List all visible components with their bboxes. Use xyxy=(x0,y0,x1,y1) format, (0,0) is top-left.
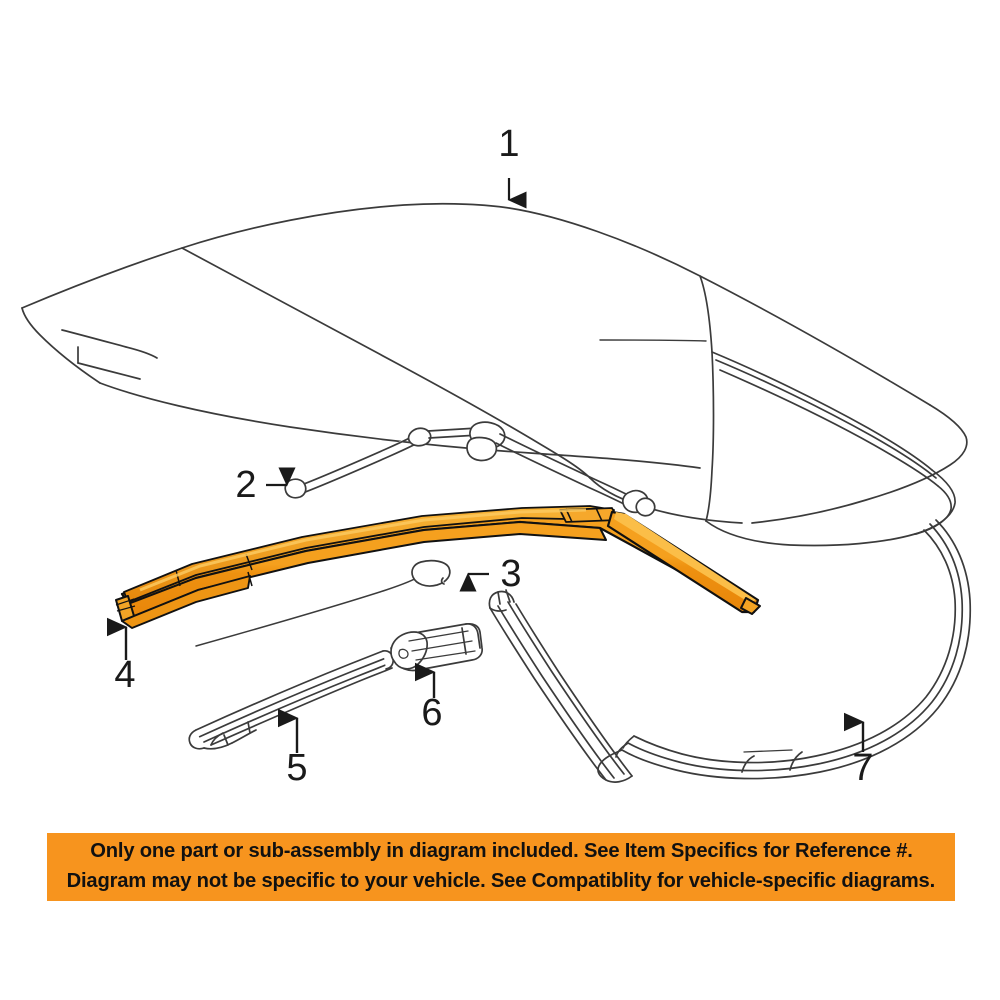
rear-quarter-weatherstrip xyxy=(488,519,972,783)
disclaimer-line-2: Diagram may not be specific to your vehi… xyxy=(66,869,936,892)
callout-6-label: 6 xyxy=(421,692,442,734)
side-rail-weatherstrip xyxy=(188,649,395,750)
callout-4: 4 xyxy=(106,617,136,696)
roof-cover-assembly xyxy=(21,202,968,547)
callout-5: 5 xyxy=(277,708,308,789)
callout-2: 2 xyxy=(235,464,296,506)
disclaimer-banner: Only one part or sub-assembly in diagram… xyxy=(47,833,955,901)
front-header-weatherstrip-highlighted xyxy=(115,505,761,629)
callout-4-label: 4 xyxy=(114,654,135,696)
callout-1-label: 1 xyxy=(498,123,519,165)
callout-3: 3 xyxy=(459,553,522,595)
callout-6: 6 xyxy=(414,662,443,734)
callout-7: 7 xyxy=(843,712,874,789)
callout-2-label: 2 xyxy=(235,464,256,506)
disclaimer-line-1: Only one part or sub-assembly in diagram… xyxy=(89,839,913,862)
callout-1: 1 xyxy=(498,123,527,209)
callout-5-label: 5 xyxy=(286,747,307,789)
callout-7-label: 7 xyxy=(852,747,873,789)
weatherstrip-connector-tube xyxy=(390,622,483,672)
callout-3-label: 3 xyxy=(500,553,521,595)
retainer-clip xyxy=(195,559,451,647)
top-linkage-rod xyxy=(284,421,656,517)
